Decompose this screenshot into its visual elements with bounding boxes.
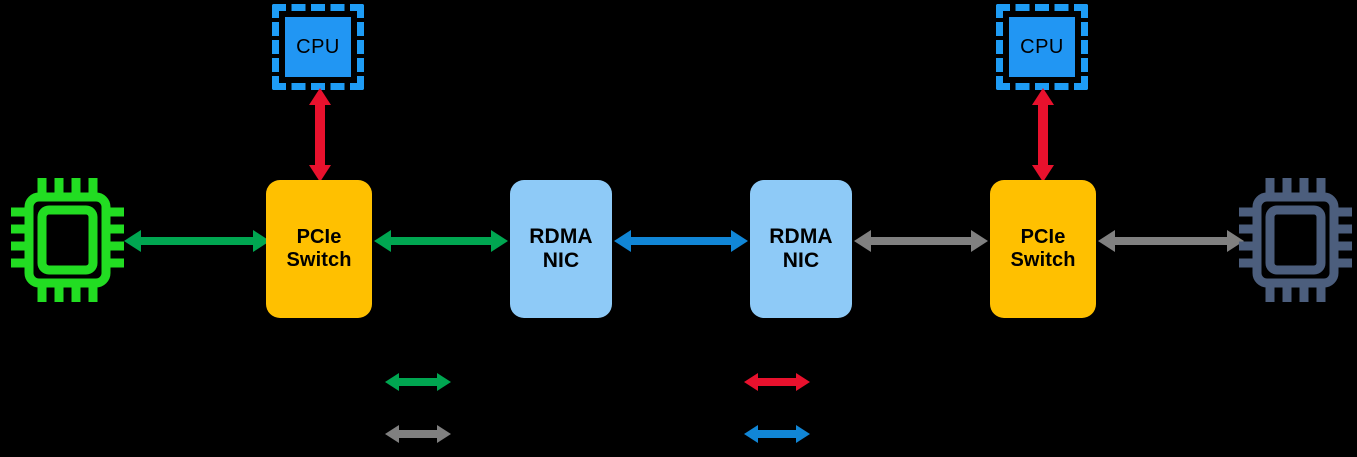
legend-item-green <box>385 370 451 394</box>
left-cpu-node[interactable]: CPU <box>272 4 364 90</box>
link-nic-to-nic <box>614 226 748 256</box>
left-pcie-switch-label: PCIe Switch <box>286 226 352 271</box>
left-rdma-nic-node[interactable]: RDMA NIC <box>510 180 612 318</box>
right-cpu-node[interactable]: CPU <box>996 4 1088 90</box>
right-rdma-nic-node[interactable]: RDMA NIC <box>750 180 852 318</box>
link-nic-to-pcie-right <box>854 226 988 256</box>
link-chip-to-pcie-left <box>124 226 270 256</box>
right-pcie-switch-label: PCIe Switch <box>1010 226 1076 271</box>
legend-item-red <box>744 370 810 394</box>
left-rdma-nic-label: RDMA NIC <box>529 225 593 272</box>
left-pcie-switch-node[interactable]: PCIe Switch <box>266 180 372 318</box>
right-cpu-dashed-border <box>996 4 1088 90</box>
right-pcie-switch-node[interactable]: PCIe Switch <box>990 180 1096 318</box>
right-cpu-chip-icon <box>1236 172 1354 308</box>
right-rdma-nic-label: RDMA NIC <box>769 225 833 272</box>
link-cpu-to-pcie-left <box>305 88 335 182</box>
left-cpu-chip-icon <box>8 172 126 308</box>
legend-item-blue <box>744 422 810 446</box>
left-cpu-dashed-border <box>272 4 364 90</box>
link-cpu-to-pcie-right <box>1028 88 1058 182</box>
right-cpu-label: CPU <box>1009 17 1075 77</box>
legend-item-gray <box>385 422 451 446</box>
link-pcie-to-chip-right <box>1098 226 1244 256</box>
left-cpu-label: CPU <box>285 17 351 77</box>
link-pcie-to-nic-left <box>374 226 508 256</box>
